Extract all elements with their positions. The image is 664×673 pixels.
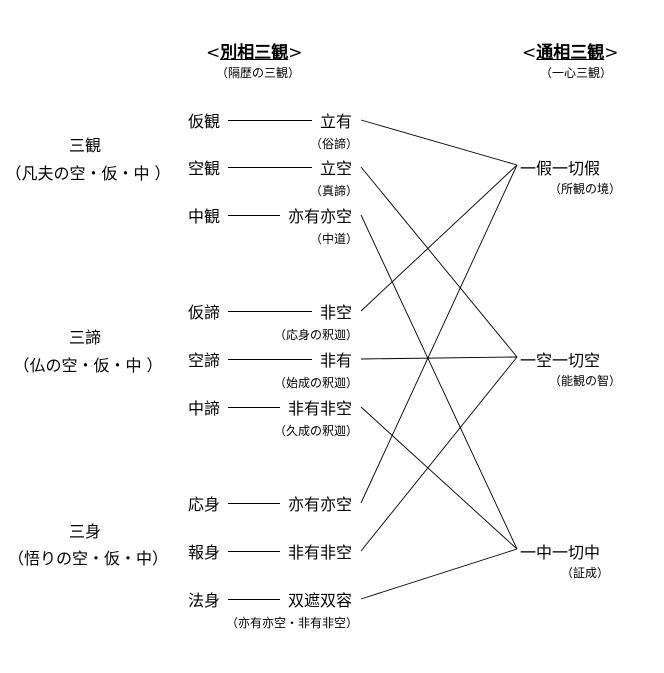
connector-line [360, 166, 518, 358]
row-note: （亦有亦空・非有非空） [225, 616, 358, 630]
bracket: < [206, 43, 221, 63]
row-note: （真諦） [309, 184, 358, 198]
row-right-term: 亦有亦空 [287, 207, 352, 226]
row-note: （久成の釈迦） [273, 424, 358, 438]
group-title: 三身 [68, 522, 101, 541]
row-right-term: 非有非空 [287, 543, 352, 562]
bracket: > [604, 43, 619, 63]
node-label: 一空一切空 [520, 351, 601, 370]
left-header-subtitle: （隔歴の三観） [216, 66, 301, 80]
left-header: <別相三観> [206, 38, 303, 63]
row-left-term: 応身 [188, 495, 221, 514]
row-right-term: 非空 [319, 303, 352, 322]
connector-line [360, 356, 518, 552]
row: 空観 立空 [188, 156, 352, 178]
right-header-subtitle: （一心三観） [540, 66, 613, 80]
row-right-term: 亦有亦空 [287, 495, 352, 514]
row: 法身 双遮双容 [188, 588, 352, 610]
row-note: （中道） [309, 232, 358, 246]
node-note: （能観の智） [548, 374, 621, 388]
dash-line [228, 406, 280, 408]
group-subtitle: （仏の空・仮・中 ） [13, 356, 163, 375]
row-left-term: 仮諦 [188, 303, 221, 322]
row: 中諦 非有非空 [188, 396, 352, 418]
group-subtitle: （悟りの空・仮・中） [7, 549, 168, 568]
node-note: （証成） [560, 566, 609, 580]
row: 中観 亦有亦空 [188, 204, 352, 226]
right-header-title: 通相三観 [536, 43, 605, 63]
row: 報身 非有非空 [188, 540, 352, 562]
dash-line [228, 550, 280, 552]
dash-line [228, 119, 312, 121]
connector-line [360, 164, 518, 312]
row-right-term: 非有 [319, 351, 352, 370]
connector-line [360, 548, 518, 600]
node-note: （所観の境） [548, 182, 621, 196]
row-left-term: 仮観 [188, 112, 221, 131]
row-right-term: 立空 [319, 159, 352, 178]
row-note: （応身の釈迦） [273, 328, 358, 342]
row-left-term: 中観 [188, 207, 221, 226]
dash-line [228, 214, 280, 216]
right-header: <通相三観> [522, 38, 619, 63]
node-label: 一假一切假 [520, 159, 601, 178]
left-header-title: 別相三観 [220, 43, 289, 63]
row: 応身 亦有亦空 [188, 492, 352, 514]
row-note: （俗諦） [309, 137, 358, 151]
bracket: > [288, 43, 303, 63]
group-subtitle: （凡夫の空・仮・中 ） [5, 164, 171, 183]
connector-line [360, 119, 518, 166]
dash-line [228, 358, 312, 360]
group-title: 三諦 [68, 328, 101, 347]
connector-line [360, 164, 518, 504]
node-label: 一中一切中 [520, 543, 601, 562]
bracket: < [522, 43, 537, 63]
row-left-term: 中諦 [188, 399, 221, 418]
dash-line [228, 310, 312, 312]
row: 仮諦 非空 [188, 300, 352, 322]
group-title: 三観 [68, 136, 101, 155]
row-right-term: 双遮双容 [287, 591, 352, 610]
connector-line [360, 214, 518, 550]
row-right-term: 非有非空 [287, 399, 352, 418]
connector-line [360, 406, 518, 550]
connector-line [360, 356, 518, 360]
dash-line [228, 598, 280, 600]
dash-line [228, 502, 280, 504]
dash-line [228, 166, 312, 168]
row: 仮観 立有 [188, 109, 352, 131]
row: 空諦 非有 [188, 348, 352, 370]
row-left-term: 報身 [188, 543, 221, 562]
row-left-term: 空観 [188, 159, 221, 178]
row-left-term: 空諦 [188, 351, 221, 370]
row-left-term: 法身 [188, 591, 221, 610]
row-right-term: 立有 [319, 112, 352, 131]
row-note: （始成の釈迦） [273, 376, 358, 390]
